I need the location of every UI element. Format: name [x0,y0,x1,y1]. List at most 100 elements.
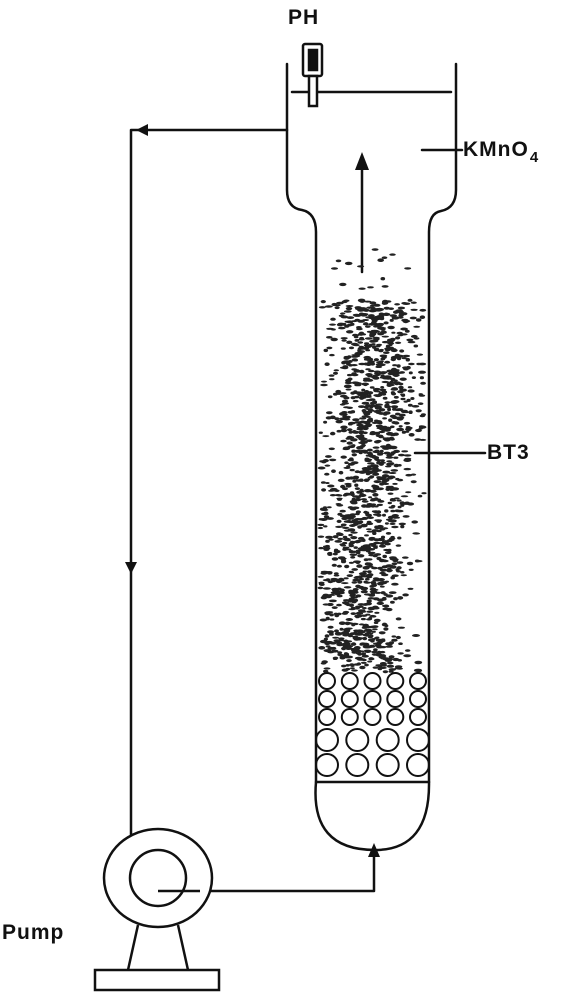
bt3-particle [386,661,394,665]
bt3-particle [398,453,405,457]
bt3-particle [356,564,363,568]
bt3-particle [410,334,418,338]
bt3-particle-bed [317,248,427,674]
bt3-particle [373,370,381,373]
bt3-particle [399,349,405,353]
bt3-particle [355,370,363,373]
bt3-particle [345,618,353,621]
bt3-particle [396,427,404,432]
bt3-particle [341,366,349,370]
bt3-particle [374,315,379,319]
bt3-particle [350,642,357,646]
bt3-particle [376,421,381,424]
bt3-particle [398,385,404,389]
bt3-particle [344,461,349,465]
bt3-particle [393,395,399,399]
bt3-particle [358,430,365,433]
bt3-particle [409,316,417,320]
bt3-particle [342,493,348,497]
bt3-particle [376,390,381,393]
bt3-particle [342,526,350,530]
bt3-particle [318,546,324,550]
bt3-particle [367,562,372,566]
bt3-particle [369,551,376,555]
bt3-particle [360,498,368,501]
bt3-particle [344,564,350,569]
bt3-particle [346,574,353,577]
bt3-particle [413,325,421,328]
packing-sphere [363,708,382,726]
bt3-particle [351,669,358,672]
bt3-particle [345,664,350,667]
bt3-particle [373,505,379,508]
bt3-particle [356,446,364,450]
bt3-particle [318,431,323,434]
bt3-particle [351,568,359,571]
bt3-particle [328,599,337,603]
bt3-particle [401,430,406,434]
bt3-particle [344,640,353,643]
bt3-particle [345,378,352,383]
bt3-particle [366,522,374,526]
bt3-particle [393,449,400,453]
bt3-particle [397,659,403,662]
bt3-particle [360,333,367,336]
bt3-particle [364,342,370,345]
bt3-particle [380,277,386,281]
bt3-particle [396,364,401,368]
bt3-particle [336,603,342,607]
bt3-particle [373,485,379,489]
bt3-particle [337,591,345,595]
bt3-particle [399,377,407,381]
bt3-particle [391,405,399,409]
bt3-particle [372,493,379,497]
bt3-particle [325,571,333,574]
bt3-particle [333,392,338,396]
bt3-particle [358,572,367,576]
bt3-particle [320,383,328,387]
bt3-particle [363,300,372,303]
bt3-particle [371,456,380,459]
bt3-particle [379,348,384,351]
bt3-particle [388,658,393,661]
bt3-particle [351,354,359,357]
packing-sphere [409,708,427,726]
bt3-particle [408,568,414,571]
bt3-particle [391,525,399,529]
bt3-particle [336,429,342,433]
packing-sphere [315,753,339,777]
bt3-particle [383,321,389,325]
bt3-particle [325,535,333,539]
bt3-particle [400,312,408,316]
bt3-particle [324,362,330,367]
bt3-particle [341,664,347,668]
bt3-particle [406,365,411,370]
bt3-particle [377,258,385,263]
bt3-particle [328,447,335,451]
bt3-particle [372,531,377,535]
bt3-particle [374,579,382,582]
bt3-particle [331,302,338,307]
bt3-particle [375,365,382,368]
bt3-particle [388,670,394,673]
bt3-particle [321,380,327,383]
bt3-particle [337,478,345,482]
bt3-particle [355,584,361,588]
bt3-particle [342,547,348,551]
bt3-particle [406,398,411,402]
bt3-particle [350,556,356,559]
bt3-particle [404,411,409,414]
bt3-particle [385,300,392,303]
bt3-particle [357,350,366,354]
bt3-particle [381,256,388,260]
bt3-particle [323,649,332,653]
bt3-particle [398,425,403,428]
bt3-particle [383,627,389,631]
bt3-particle [325,611,334,614]
bt3-particle [382,607,389,611]
bt3-particle [323,515,330,519]
bt3-particle [354,306,362,309]
bt3-particle [362,570,368,573]
bt3-particle [393,421,399,425]
